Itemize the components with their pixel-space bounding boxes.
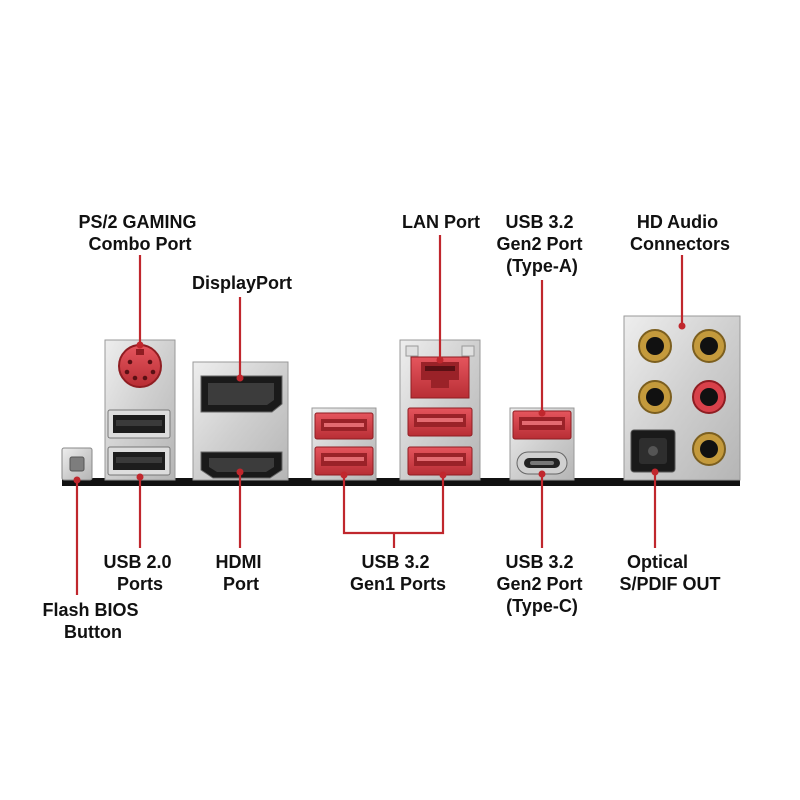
label-usb-gen2-c: USB 3.2 Gen2 Port (Type-C) <box>496 552 587 616</box>
video-stack <box>192 361 289 481</box>
usb-a-port-icon <box>407 407 473 437</box>
usb-a-port-icon <box>314 412 374 440</box>
label-displayport: DisplayPort <box>192 273 292 293</box>
label-ps2: PS/2 GAMING Combo Port <box>78 212 201 254</box>
label-usb-gen2-a: USB 3.2 Gen2 Port (Type-A) <box>496 212 587 276</box>
label-flash-bios: Flash BIOS Button <box>42 600 143 642</box>
leader-hdmi <box>236 468 244 548</box>
label-optical: Optical S/PDIF OUT <box>619 552 720 594</box>
usb-a-port-icon <box>107 446 171 476</box>
leader-lan <box>436 235 444 364</box>
label-usb20: USB 2.0 Ports <box>103 552 176 594</box>
leader-usb20 <box>136 473 144 548</box>
audio-jack-icon <box>692 380 726 414</box>
audio-jack-icon <box>638 380 672 414</box>
leader-usb-gen2-c <box>538 470 546 548</box>
hdmi-port-icon <box>200 451 283 479</box>
motherboard-edge <box>62 478 740 486</box>
ps2-usb20-stack <box>104 339 176 481</box>
leader-ps2 <box>136 255 144 349</box>
usb-a-port-icon <box>407 446 473 476</box>
audio-jack-icon <box>692 329 726 363</box>
audio-block <box>623 315 741 481</box>
leader-usb-gen1 <box>340 471 447 548</box>
label-usb-gen1: USB 3.2 Gen1 Ports <box>350 552 446 594</box>
leader-flash-bios <box>73 476 81 595</box>
usb-a-port-icon <box>314 446 374 476</box>
displayport-icon <box>200 375 283 413</box>
leader-optical <box>651 468 659 548</box>
usb-a-port-icon <box>107 409 171 439</box>
optical-toslink-icon <box>630 429 676 473</box>
usb-gen2-stack <box>509 407 575 481</box>
flash-bios-button-icon <box>61 447 93 481</box>
usb-c-port-icon <box>516 451 568 475</box>
label-hd-audio: HD Audio Connectors <box>630 212 730 254</box>
leader-displayport <box>236 297 244 382</box>
usb-a-port-icon <box>512 410 572 440</box>
label-lan: LAN Port <box>402 212 480 232</box>
leader-usb-gen2-a <box>538 280 546 417</box>
audio-jack-icon <box>692 432 726 466</box>
rj45-lan-port-icon <box>410 356 470 399</box>
label-hdmi: HDMI Port <box>215 552 266 594</box>
ps2-port-icon <box>118 344 162 388</box>
leader-hd-audio <box>678 255 686 330</box>
usb-gen1-stack <box>311 407 377 481</box>
audio-jack-icon <box>638 329 672 363</box>
